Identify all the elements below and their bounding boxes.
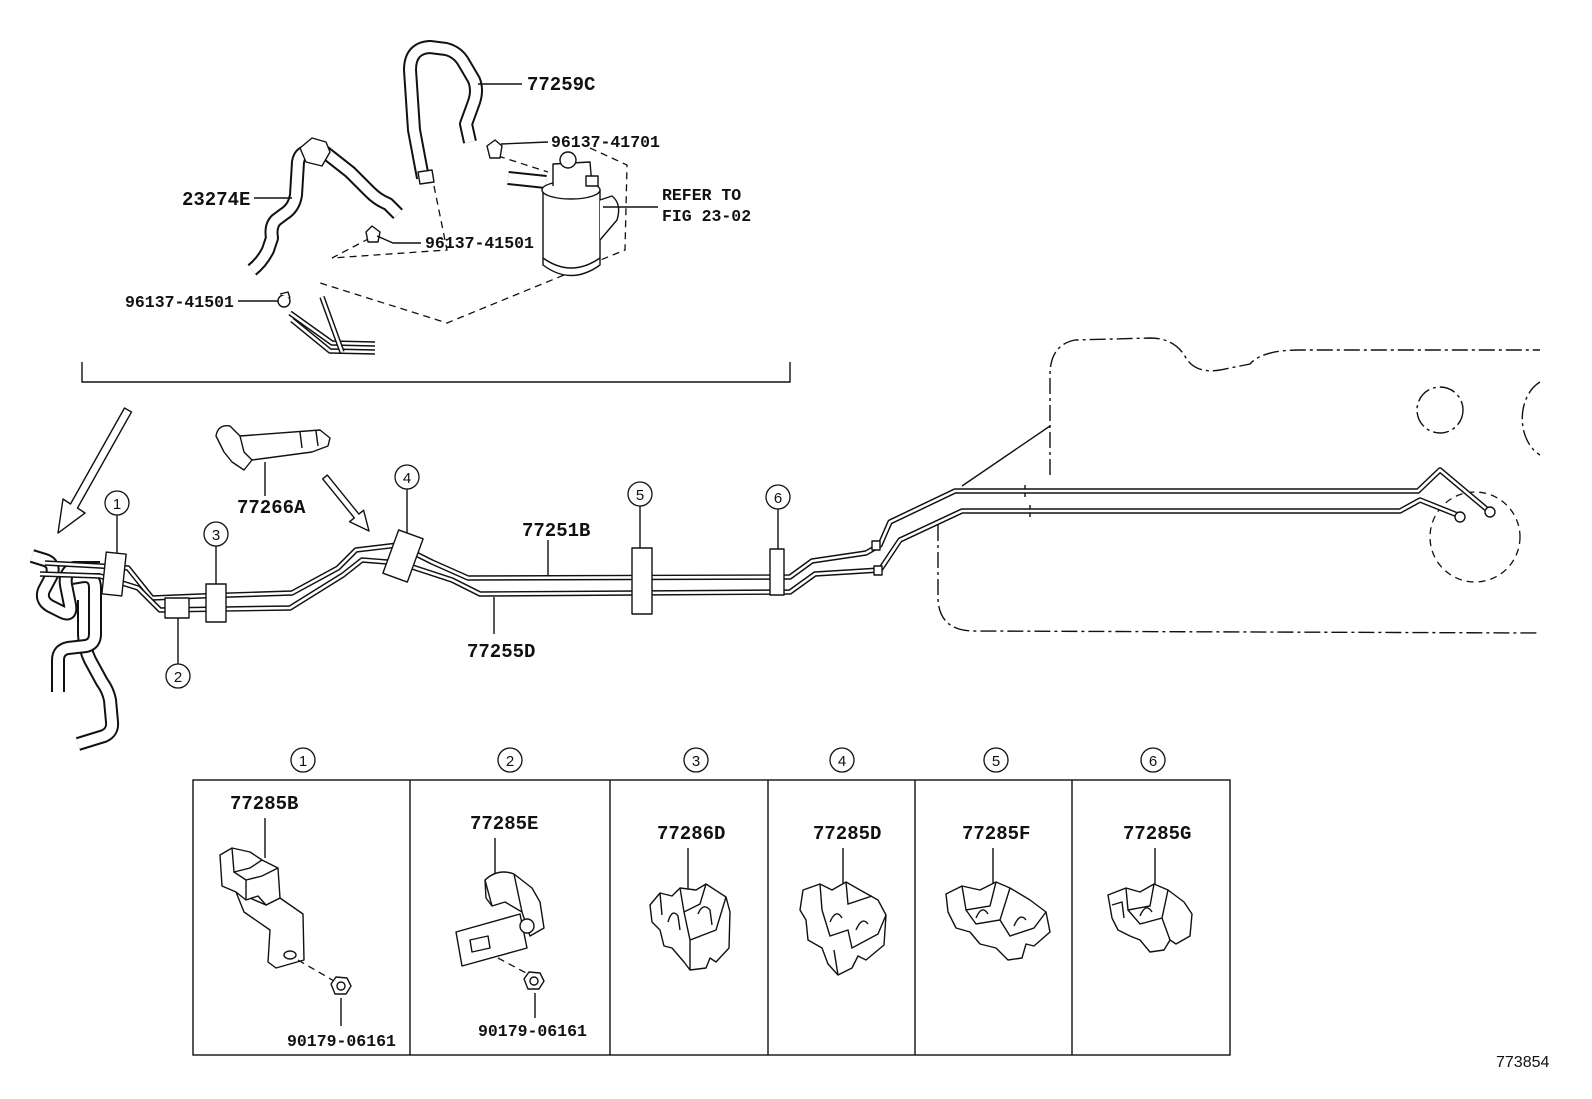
nut-90179-06161: [523, 971, 545, 990]
direction-arrow: [322, 474, 370, 532]
detail-table-dividers: [409, 780, 1073, 1055]
label-hose-upper[interactable]: 77259C: [527, 74, 595, 96]
leader-line: [376, 235, 421, 244]
detail-cell-6: 77285G: [1107, 823, 1193, 953]
detail-cell-3: 77286D: [649, 823, 731, 971]
svg-text:2: 2: [174, 669, 182, 686]
assembly-guide-line: [331, 185, 448, 259]
tube-fitting: [873, 565, 883, 576]
detail-table-frame: [192, 779, 1231, 1056]
detail-header-6: 6: [1140, 747, 1166, 773]
svg-text:4: 4: [403, 470, 411, 487]
filler-hoses: [32, 556, 112, 744]
clip-96137-41501-mid: [365, 225, 381, 243]
svg-text:1: 1: [113, 496, 121, 513]
label-clip-upper[interactable]: 96137-41701: [551, 133, 660, 152]
group-bracket: [81, 362, 791, 383]
clamp-77285g: [1107, 883, 1193, 953]
clamp-marker-5: 5: [627, 481, 653, 507]
detail-header-2: 2: [497, 747, 523, 773]
detail-cell-4: 77285D: [799, 823, 887, 976]
assembly-guide-line: [316, 147, 628, 324]
detail-header-5: 5: [983, 747, 1009, 773]
clamp-77285d: [799, 881, 887, 976]
detail-header-4: 4: [829, 747, 855, 773]
label-tube-lower[interactable]: 77255D: [467, 641, 535, 663]
detail-4-part-label[interactable]: 77285D: [813, 823, 881, 845]
svg-text:6: 6: [774, 490, 782, 507]
clamp-marker-1: 1: [104, 490, 130, 516]
detail-5-part-label[interactable]: 77285F: [962, 823, 1030, 845]
hose-bracket: [299, 137, 331, 167]
svg-text:3: 3: [212, 527, 220, 544]
detail-2-fastener-label[interactable]: 90179-06161: [478, 1022, 587, 1041]
label-clip-left[interactable]: 96137-41501: [125, 293, 234, 312]
hose-77259c: [410, 47, 476, 184]
figure-number: 773854: [1496, 1054, 1549, 1071]
clamp-bracket-77285e: [455, 913, 528, 967]
svg-text:5: 5: [636, 487, 644, 504]
clamp-marker-6: 6: [765, 484, 791, 510]
clip-96137-41701: [486, 139, 503, 159]
clamp-marker-2: 2: [165, 663, 191, 689]
svg-text:4: 4: [838, 753, 846, 770]
clamp-1: [101, 551, 127, 597]
detail-header-1: 1: [290, 747, 316, 773]
clamp-marker-4: 4: [394, 464, 420, 490]
clamp-marker-3: 3: [203, 521, 229, 547]
clamp-5: [631, 547, 653, 615]
label-refer-line-1: REFER TO: [662, 186, 741, 205]
svg-text:6: 6: [1149, 753, 1157, 770]
detail-1-fastener-label[interactable]: 90179-06161: [287, 1032, 396, 1051]
tube-fitting: [871, 540, 881, 551]
assembly-guide-line: [497, 155, 549, 173]
svg-text:1: 1: [299, 753, 307, 770]
label-refer-line-2[interactable]: FIG 23-02: [662, 207, 751, 226]
main-assembly: 1 2 3 4 5 6 77266A 77251B 77255D: [32, 337, 1541, 744]
label-tube-upper[interactable]: 77251B: [522, 520, 590, 542]
detail-6-part-label[interactable]: 77285G: [1123, 823, 1191, 845]
clamp-detail-table: 1 2 3 4 5 6 77285B 90179-06161 77285E: [192, 747, 1231, 1056]
clamp-3: [205, 583, 227, 623]
hose-23274e: [252, 137, 398, 270]
top-assembly: 77259C 96137-41701 REFER TO FIG 23-02 23…: [81, 47, 791, 383]
direction-arrow: [57, 407, 133, 534]
detail-1-part-label[interactable]: 77285B: [230, 793, 298, 815]
nut-90179-06161: [330, 976, 352, 995]
label-bracket[interactable]: 77266A: [237, 497, 306, 519]
tube-end: [1454, 511, 1466, 523]
clamp-2: [164, 597, 190, 619]
fuel-tank-outline: [937, 337, 1541, 634]
detail-cell-5: 77285F: [945, 823, 1051, 961]
detail-3-part-label[interactable]: 77286D: [657, 823, 725, 845]
tube-77251b: [45, 470, 1490, 598]
detail-header-3: 3: [683, 747, 709, 773]
clip-96137-41501-left: [277, 291, 291, 308]
canister: [508, 151, 620, 277]
label-clip-mid[interactable]: 96137-41501: [425, 234, 534, 253]
svg-text:3: 3: [692, 753, 700, 770]
bracket-77266a: [215, 425, 331, 471]
detail-2-part-label[interactable]: 77285E: [470, 813, 538, 835]
label-hose-lower[interactable]: 23274E: [182, 189, 250, 211]
clamp-6: [769, 548, 785, 596]
svg-text:5: 5: [992, 753, 1000, 770]
detail-cell-2: 77285E 90179-06161: [455, 813, 587, 1041]
tube-end: [1484, 506, 1496, 518]
detail-cell-1: 77285B 90179-06161: [219, 793, 396, 1051]
leader-line: [500, 141, 549, 145]
clamp-4: [382, 529, 424, 583]
pipe-stubs: [290, 297, 375, 352]
svg-text:2: 2: [506, 753, 514, 770]
